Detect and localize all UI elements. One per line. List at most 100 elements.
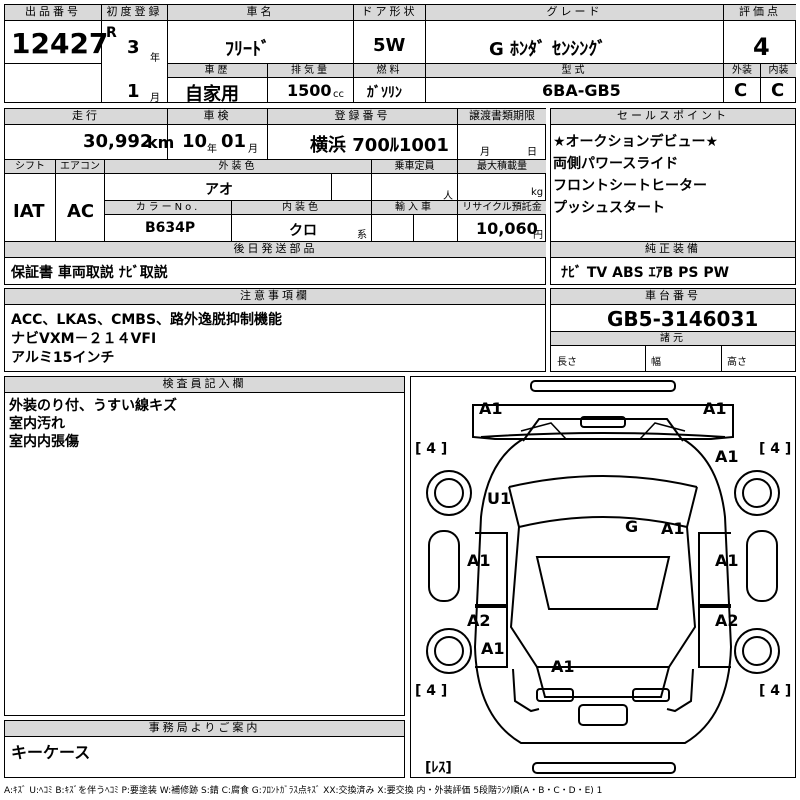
mileage-unit: km: [147, 133, 175, 152]
selling-point-item: ★オークションデビュー★: [553, 134, 719, 150]
damage-mark: G: [625, 517, 639, 536]
first-reg-label: 初度登録: [102, 5, 167, 21]
later-parts: 保証書 車両取説 ﾅﾋﾞ取説: [11, 265, 168, 281]
inspector-label: 検査員記入欄: [5, 377, 404, 393]
displacement-label: 排気量: [268, 64, 353, 78]
selling-point-item: 両側パワースライド: [553, 156, 679, 172]
office-block: 事務局よりご案内 キーケース: [4, 720, 405, 778]
lot-no-label: 出品番号: [5, 5, 101, 21]
width-label: 幅: [651, 357, 661, 368]
damage-mark: U1: [487, 489, 512, 508]
mileage: 30,992: [83, 131, 153, 152]
interior-score: C: [771, 80, 785, 101]
selling-point-item: プッシュスタート: [553, 200, 665, 216]
inspection-label: 車検: [168, 109, 267, 125]
plate-label: 登録番号: [268, 109, 457, 125]
door-label: ドア形状: [354, 5, 425, 21]
transfer-label: 譲渡書類期限: [458, 109, 546, 125]
color: アオ: [205, 182, 233, 198]
damage-mark: A1: [715, 447, 739, 466]
capacity-unit: 人: [443, 191, 453, 202]
chassis-number: GB5-3146031: [607, 307, 759, 331]
later-parts-label: 後日発送部品: [5, 242, 546, 258]
tire-tread: [ 4 ]: [759, 683, 792, 699]
damage-mark: A1: [481, 639, 505, 658]
damage-mark: A1: [703, 399, 727, 418]
equipment-block: 純正装備 ﾅﾋﾞ TV ABS ｴｱB PS PW: [550, 241, 796, 285]
capacity-label: 乗車定員: [372, 160, 457, 174]
int-color-unit: 系: [357, 230, 367, 241]
lot-no: 12427: [11, 27, 109, 60]
car-name: ﾌﾘｰﾄﾞ: [225, 39, 270, 60]
car-outline: [426, 380, 780, 774]
tire-tread: [ 4 ]: [415, 683, 448, 699]
interior-label: 内装: [761, 64, 796, 78]
color-label: 外装色: [105, 160, 371, 174]
note-line: アルミ15インチ: [11, 350, 115, 366]
transfer-month: 月: [480, 147, 490, 158]
shift-label: シフト: [5, 160, 55, 174]
chassis-label: 車台番号: [551, 289, 795, 305]
selling-points-block: セールスポイント ★オークションデビュー★ 両側パワースライド フロントシートヒ…: [550, 108, 796, 242]
inspection-year-unit: 年: [207, 144, 217, 155]
reg-month-unit: 月: [150, 93, 160, 104]
recycle-fee: 10,060: [476, 219, 538, 238]
selling-point-item: フロントシートヒーター: [553, 178, 707, 194]
int-color-label: 内装色: [232, 201, 371, 215]
car-name-label: 車名: [168, 5, 353, 21]
reg-year-unit: 年: [150, 53, 160, 64]
exterior-score: C: [734, 80, 748, 101]
chassis-block: 車台番号 GB5-3146031 諸元 長さ 幅 高さ: [550, 288, 796, 372]
office-note: キーケース: [11, 743, 91, 762]
inspection-month-unit: 月: [248, 144, 258, 155]
plate: 横浜 700ﾙ1001: [310, 135, 449, 156]
damage-mark: A1: [661, 519, 685, 538]
transfer-day: 日: [527, 147, 537, 158]
inspector-line: 室内汚れ: [9, 416, 65, 432]
displacement: 1500: [287, 81, 332, 100]
displacement-unit: cc: [333, 89, 344, 100]
model-label: 型式: [426, 64, 723, 78]
shift: IAT: [13, 201, 45, 222]
damage-mark: A1: [551, 657, 575, 676]
length-label: 長さ: [557, 357, 577, 368]
recycle-unit: 円: [533, 230, 543, 241]
inspector-line: 外装のり付、うすい線キズ: [9, 398, 177, 414]
legend: A:ｷｽﾞ U:ﾍｺﾐ B:ｷｽﾞを伴うﾍｺﾐ P:要塗装 W:補修跡 S:錆 …: [4, 786, 603, 796]
tire-tread: [ 4 ]: [759, 441, 792, 457]
car-diagram: A1 A1 A1 U1 G A1 A1 A1 A2 A2 A1 A1 [ 4 ]…: [410, 376, 796, 778]
damage-mark: A1: [467, 551, 491, 570]
damage-mark: A1: [715, 551, 739, 570]
grade: G ﾎﾝﾀﾞ ｾﾝｼﾝｸﾞ: [489, 39, 607, 60]
header-block: 出品番号 初度登録 車名 ドア形状 グレード 評価点 12427 R 3 年 ﾌ…: [4, 4, 797, 105]
model: 6BA-GB5: [542, 81, 621, 100]
score-label: 評価点: [724, 5, 796, 21]
note-line: ナビVXM－２１４VFI: [11, 331, 157, 347]
grade-label: グレード: [426, 5, 723, 21]
door-type: 5W: [373, 35, 406, 56]
notes-block: 注意事項欄 ACC、LKAS、CMBS、路外逸脱抑制機能 ナビVXM－２１４VF…: [4, 288, 546, 372]
vehicle-info-block: 走行 車検 登録番号 譲渡書類期限 30,992 km 10 年 01 月 横浜…: [4, 108, 546, 285]
selling-points-label: セールスポイント: [551, 109, 795, 125]
color-no-label: カラーNo.: [105, 201, 231, 215]
equipment: ﾅﾋﾞ TV ABS ｴｱB PS PW: [561, 265, 730, 281]
int-color: クロ: [289, 223, 317, 239]
import-label: 輸入車: [372, 201, 457, 215]
notes-label: 注意事項欄: [5, 289, 545, 305]
height-label: 高さ: [727, 357, 747, 368]
spare-tire: [ﾚｽ]: [425, 760, 452, 776]
load-label: 最大積載量: [458, 160, 546, 174]
fuel: ｶﾞｿﾘﾝ: [367, 85, 402, 101]
exterior-label: 外装: [724, 64, 760, 78]
tire-tread: [ 4 ]: [415, 441, 448, 457]
spec-label: 諸元: [551, 332, 795, 346]
reg-year: 3: [127, 37, 140, 58]
color-no: B634P: [145, 220, 196, 236]
damage-mark: A1: [479, 399, 503, 418]
damage-mark: A2: [715, 611, 739, 630]
inspection-month: 01: [221, 131, 247, 152]
inspector-block: 検査員記入欄 外装のり付、うすい線キズ 室内汚れ 室内内張傷: [4, 376, 405, 716]
recycle-label: リサイクル預託金: [458, 201, 546, 215]
ac-label: エアコン: [56, 160, 104, 174]
era: R: [106, 25, 117, 41]
